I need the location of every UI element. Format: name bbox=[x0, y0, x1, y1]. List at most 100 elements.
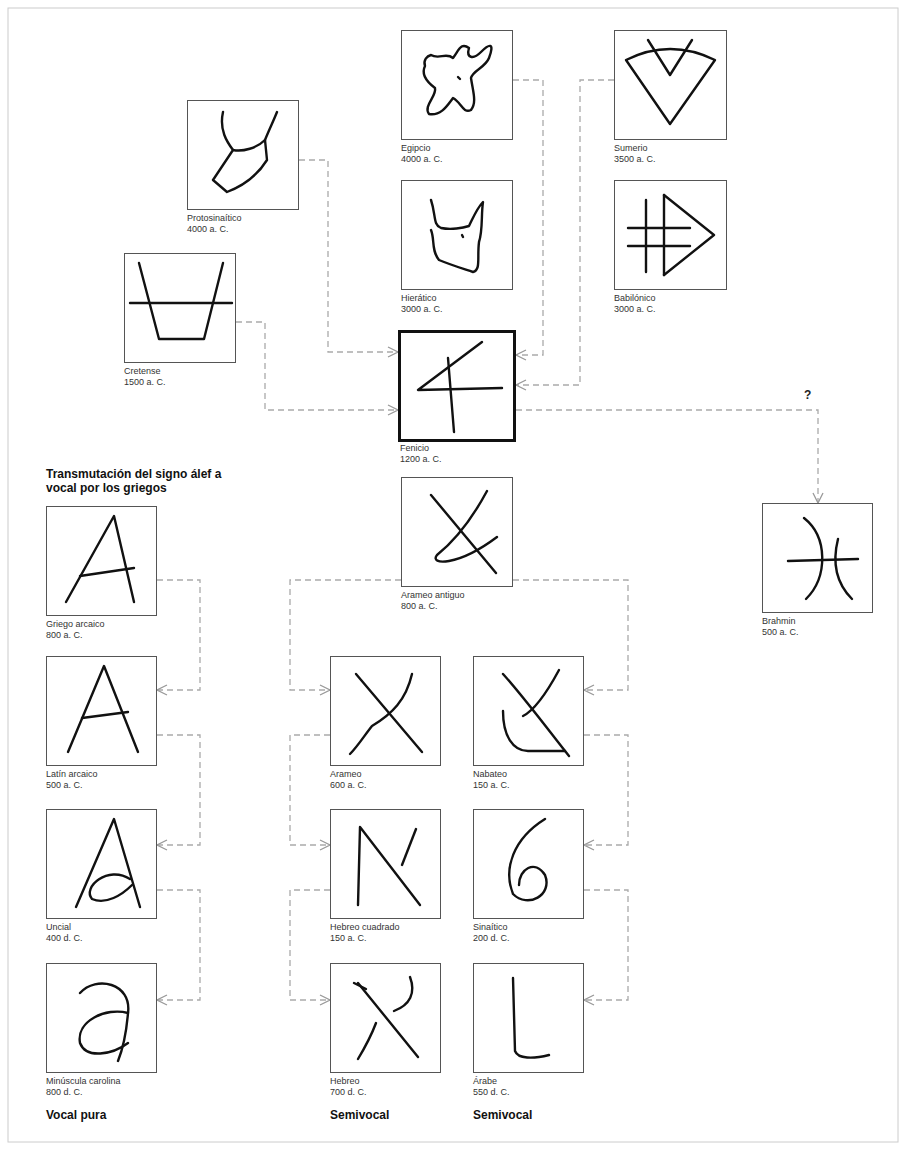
caption-text: 500 a. C. bbox=[762, 627, 799, 638]
dashed-connector bbox=[513, 80, 543, 355]
script-box: Latín arcaico500 a. C. bbox=[46, 656, 157, 766]
caption-text: Egipcio bbox=[401, 143, 443, 154]
caption-group: Protosinaítico4000 a. C. bbox=[187, 213, 242, 235]
section-label: Semivocal bbox=[330, 1108, 389, 1122]
caption-text: 800 a. C. bbox=[401, 601, 465, 612]
caption-text: 200 d. C. bbox=[473, 933, 510, 944]
caption-text: 150 a. C. bbox=[473, 780, 510, 791]
caption-text: Hebreo bbox=[330, 1076, 367, 1087]
caption-text: Latín arcaico bbox=[46, 769, 98, 780]
script-box: Fenicio1200 a. C. bbox=[398, 330, 516, 442]
glyph-drawing bbox=[626, 40, 715, 124]
glyph-drawing bbox=[431, 491, 497, 573]
script-box: Protosinaítico4000 a. C. bbox=[187, 100, 299, 210]
glyph-drawing bbox=[66, 516, 134, 602]
caption-text: 3000 a. C. bbox=[614, 304, 656, 315]
page-frame bbox=[8, 8, 898, 1142]
caption-text: 800 a. C. bbox=[46, 630, 105, 641]
script-box: Uncial400 d. C. bbox=[46, 809, 157, 919]
caption-group: Griego arcaico800 a. C. bbox=[46, 619, 105, 641]
script-box: Minúscula carolina800 d. C. bbox=[46, 963, 157, 1073]
caption-text: Babilónico bbox=[614, 293, 656, 304]
caption-text: Protosinaítico bbox=[187, 213, 242, 224]
dashed-connector bbox=[157, 890, 200, 1000]
script-box: Babilónico3000 a. C. bbox=[614, 180, 727, 290]
glyph-drawing bbox=[68, 666, 138, 752]
caption-text: Hierático bbox=[401, 293, 443, 304]
glyph-drawing bbox=[76, 819, 140, 907]
caption-text: Nabateo bbox=[473, 769, 510, 780]
script-box: Egipcio4000 a. C. bbox=[401, 30, 513, 140]
caption-group: Brahmin500 a. C. bbox=[762, 616, 799, 638]
script-box: Cretense1500 a. C. bbox=[124, 253, 236, 363]
script-box: Hebreo700 d. C. bbox=[330, 963, 441, 1073]
dashed-connector bbox=[584, 735, 628, 845]
dashed-connector bbox=[157, 580, 200, 690]
script-box: Nabateo150 a. C. bbox=[473, 656, 584, 766]
section-label: Transmutación del signo álef a vocal por… bbox=[46, 467, 226, 495]
caption-text: 400 d. C. bbox=[46, 933, 83, 944]
section-label: Semivocal bbox=[473, 1108, 532, 1122]
caption-text: Arameo bbox=[330, 769, 367, 780]
caption-text: 700 d. C. bbox=[330, 1087, 367, 1098]
script-box: Sumerio3500 a. C. bbox=[614, 30, 727, 140]
caption-text: Uncial bbox=[46, 922, 83, 933]
caption-group: Arameo antiguo800 a. C. bbox=[401, 590, 465, 612]
caption-text: Cretense bbox=[124, 366, 166, 377]
glyph-drawing bbox=[418, 342, 502, 432]
caption-text: 600 a. C. bbox=[330, 780, 367, 791]
caption-group: Hebreo cuadrado150 a. C. bbox=[330, 922, 400, 944]
script-box: Hebreo cuadrado150 a. C. bbox=[330, 809, 441, 919]
glyph-drawing bbox=[424, 46, 492, 114]
caption-group: Arameo600 a. C. bbox=[330, 769, 367, 791]
script-box: Arameo antiguo800 a. C. bbox=[401, 477, 513, 587]
caption-text: 4000 a. C. bbox=[401, 154, 443, 165]
caption-group: Uncial400 d. C. bbox=[46, 922, 83, 944]
caption-text: 500 a. C. bbox=[46, 780, 98, 791]
caption-text: 150 a. C. bbox=[330, 933, 400, 944]
glyph-drawing bbox=[788, 518, 858, 599]
caption-text: 4000 a. C. bbox=[187, 224, 242, 235]
glyph-drawing bbox=[130, 263, 232, 339]
caption-group: Babilónico3000 a. C. bbox=[614, 293, 656, 315]
caption-text: Griego arcaico bbox=[46, 619, 105, 630]
caption-group: Fenicio1200 a. C. bbox=[400, 443, 442, 465]
glyph-drawing bbox=[509, 819, 546, 900]
script-box: Griego arcaico800 a. C. bbox=[46, 506, 157, 616]
caption-group: Cretense1500 a. C. bbox=[124, 366, 166, 388]
dashed-connector bbox=[157, 735, 200, 845]
caption-text: 550 d. C. bbox=[473, 1087, 510, 1098]
dashed-connector bbox=[290, 890, 330, 1000]
caption-group: Árabe550 d. C. bbox=[473, 1076, 510, 1098]
script-box: Árabe550 d. C. bbox=[473, 963, 584, 1073]
caption-group: Hierático3000 a. C. bbox=[401, 293, 443, 315]
caption-group: Latín arcaico500 a. C. bbox=[46, 769, 98, 791]
glyph-drawing bbox=[350, 674, 422, 754]
caption-text: 1500 a. C. bbox=[124, 377, 166, 388]
caption-text: Fenicio bbox=[400, 443, 442, 454]
caption-group: Sinaítico200 d. C. bbox=[473, 922, 510, 944]
dashed-connector bbox=[516, 410, 818, 503]
glyph-drawing bbox=[431, 200, 483, 272]
glyph-drawing bbox=[354, 977, 418, 1059]
glyph-drawing bbox=[213, 112, 277, 192]
caption-text: 3500 a. C. bbox=[614, 154, 656, 165]
script-box: Brahmin500 a. C. bbox=[762, 503, 873, 613]
glyph-drawing bbox=[503, 670, 569, 756]
dashed-connector bbox=[290, 735, 330, 845]
caption-text: Brahmin bbox=[762, 616, 799, 627]
caption-group: Hebreo700 d. C. bbox=[330, 1076, 367, 1098]
edge-label: ? bbox=[802, 388, 813, 402]
dashed-connector bbox=[516, 80, 614, 385]
caption-text: Hebreo cuadrado bbox=[330, 922, 400, 933]
caption-text: 800 d. C. bbox=[46, 1087, 121, 1098]
caption-text: Arameo antiguo bbox=[401, 590, 465, 601]
caption-text: Árabe bbox=[473, 1076, 510, 1087]
glyph-drawing bbox=[628, 195, 714, 275]
dashed-connector bbox=[584, 890, 628, 1000]
glyph-drawing bbox=[358, 827, 420, 905]
glyph-drawing bbox=[80, 983, 129, 1061]
